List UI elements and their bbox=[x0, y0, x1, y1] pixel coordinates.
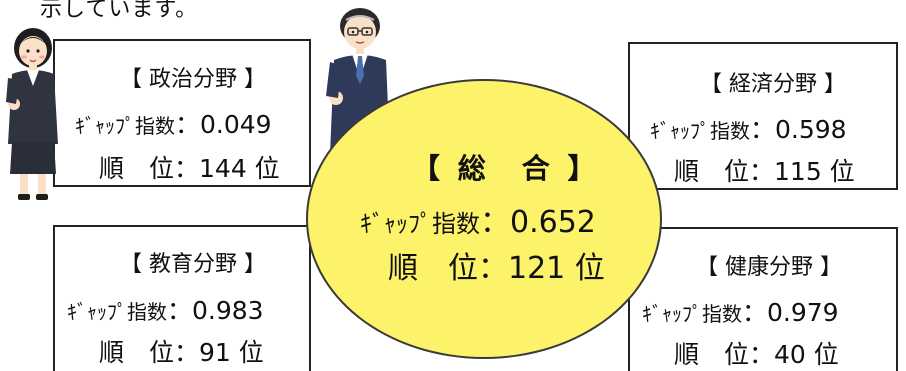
health-title: 【 健康分野 】 bbox=[696, 255, 842, 280]
education-rank-value: ：91 位 bbox=[174, 338, 264, 367]
education-rank-label: 順 位 bbox=[99, 338, 175, 367]
politics-rank-value: ：144 位 bbox=[174, 154, 280, 183]
politics-box: 【 政治分野 】 ｷﾞｬｯﾌﾟ指数：0.049 順 位：144 位 bbox=[53, 39, 311, 187]
overall-gap-value: ：0.652 bbox=[480, 205, 596, 240]
politics-rank-label: 順 位 bbox=[99, 154, 175, 183]
economy-rank-value: ：115 位 bbox=[749, 157, 855, 186]
overall-rank-label: 順 位 bbox=[388, 251, 478, 286]
businesswoman-icon bbox=[6, 28, 58, 200]
politics-gap-row: ｷﾞｬｯﾌﾟ指数：0.049 bbox=[75, 105, 272, 141]
education-title: 【 教育分野 】 bbox=[120, 252, 266, 277]
education-gap-row: ｷﾞｬｯﾌﾟ指数：0.983 bbox=[67, 291, 264, 327]
education-gap-label: ｷﾞｬｯﾌﾟ指数 bbox=[67, 300, 167, 324]
economy-gap-value: ：0.598 bbox=[750, 115, 847, 144]
politics-gap-value: ：0.049 bbox=[175, 110, 272, 139]
economy-gap-label: ｷﾞｬｯﾌﾟ指数 bbox=[650, 119, 750, 143]
economy-rank-row: 順 位：115 位 bbox=[674, 152, 855, 188]
education-gap-value: ：0.983 bbox=[167, 296, 264, 325]
education-box: 【 教育分野 】 ｷﾞｬｯﾌﾟ指数：0.983 順 位：91 位 bbox=[53, 225, 311, 371]
overall-circle: 【 総 合 】 ｷﾞｬｯﾌﾟ指数：0.652 順 位：121 位 bbox=[306, 79, 662, 359]
businessman-icon bbox=[326, 8, 390, 154]
health-gap-value: ：0.979 bbox=[742, 298, 839, 327]
health-rank-row: 順 位：40 位 bbox=[674, 335, 839, 371]
economy-gap-row: ｷﾞｬｯﾌﾟ指数：0.598 bbox=[650, 110, 847, 146]
overall-gap-label: ｷﾞｬｯﾌﾟ指数 bbox=[360, 210, 480, 238]
education-rank-row: 順 位：91 位 bbox=[99, 333, 264, 369]
economy-box: 【 経済分野 】 ｷﾞｬｯﾌﾟ指数：0.598 順 位：115 位 bbox=[628, 42, 898, 190]
intro-text-fragment: 示しています。 bbox=[40, 0, 199, 22]
health-gap-row: ｷﾞｬｯﾌﾟ指数：0.979 bbox=[642, 293, 839, 329]
health-rank-value: ：40 位 bbox=[749, 340, 839, 369]
overall-rank-value: ：121 位 bbox=[478, 251, 605, 286]
politics-title: 【 政治分野 】 bbox=[120, 67, 266, 92]
politics-gap-label: ｷﾞｬｯﾌﾟ指数 bbox=[75, 114, 175, 138]
economy-rank-label: 順 位 bbox=[674, 157, 750, 186]
overall-gap-row: ｷﾞｬｯﾌﾟ指数：0.652 bbox=[360, 197, 596, 241]
overall-rank-row: 順 位：121 位 bbox=[388, 243, 605, 287]
health-rank-label: 順 位 bbox=[674, 340, 750, 369]
overall-title: 【 総 合 】 bbox=[412, 152, 600, 185]
politics-rank-row: 順 位：144 位 bbox=[99, 149, 280, 185]
health-gap-label: ｷﾞｬｯﾌﾟ指数 bbox=[642, 302, 742, 326]
economy-title: 【 経済分野 】 bbox=[700, 72, 846, 97]
health-box: 【 健康分野 】 ｷﾞｬｯﾌﾟ指数：0.979 順 位：40 位 bbox=[628, 227, 898, 371]
